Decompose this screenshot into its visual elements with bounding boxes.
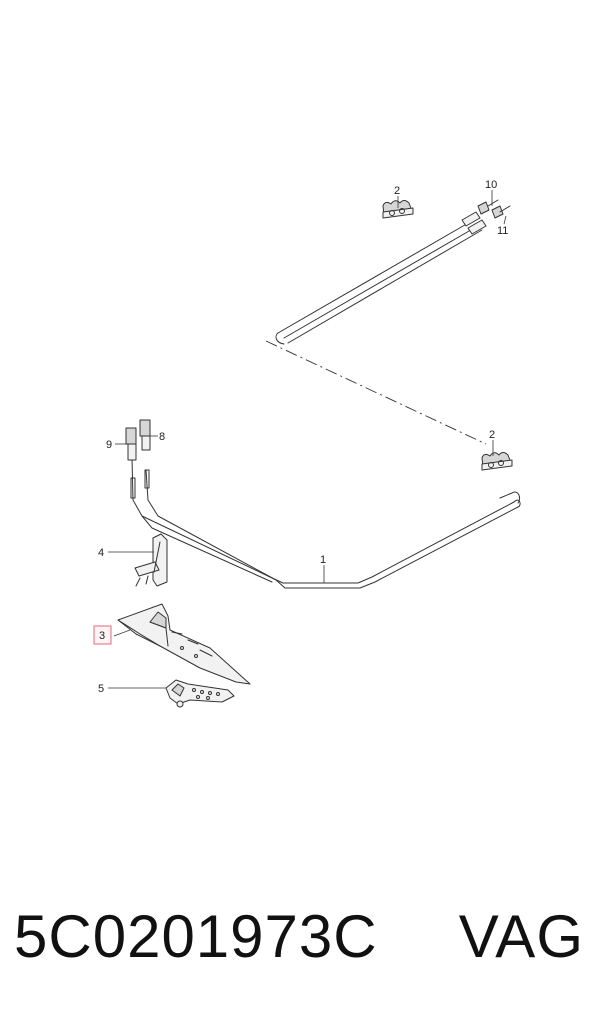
cover-part-5	[165, 679, 235, 708]
callout-11: 11	[497, 225, 508, 237]
callout-3: 3	[99, 630, 105, 642]
connection-dash-line	[265, 340, 487, 445]
callout-1: 1	[320, 554, 326, 566]
callout-2-right: 2	[489, 429, 495, 441]
clip-part-2-top	[382, 200, 414, 219]
part-number-label: 5C0201973C	[14, 903, 378, 970]
callout-10: 10	[485, 179, 497, 191]
fuel-line-part-1	[125, 419, 521, 589]
heat-shield-part-3	[117, 603, 251, 685]
clip-part-2-right	[481, 452, 513, 471]
callout-3-highlight-box	[93, 625, 112, 645]
upper-fuel-lines	[275, 199, 511, 345]
callout-5: 5	[98, 683, 104, 695]
callout-2-top: 2	[394, 185, 400, 197]
bracket-part-4	[134, 533, 168, 587]
brand-label: VAG	[458, 903, 584, 970]
callout-9: 9	[106, 439, 112, 451]
leader-lines	[108, 190, 507, 689]
callout-4: 4	[98, 547, 104, 559]
callout-8: 8	[159, 431, 165, 443]
